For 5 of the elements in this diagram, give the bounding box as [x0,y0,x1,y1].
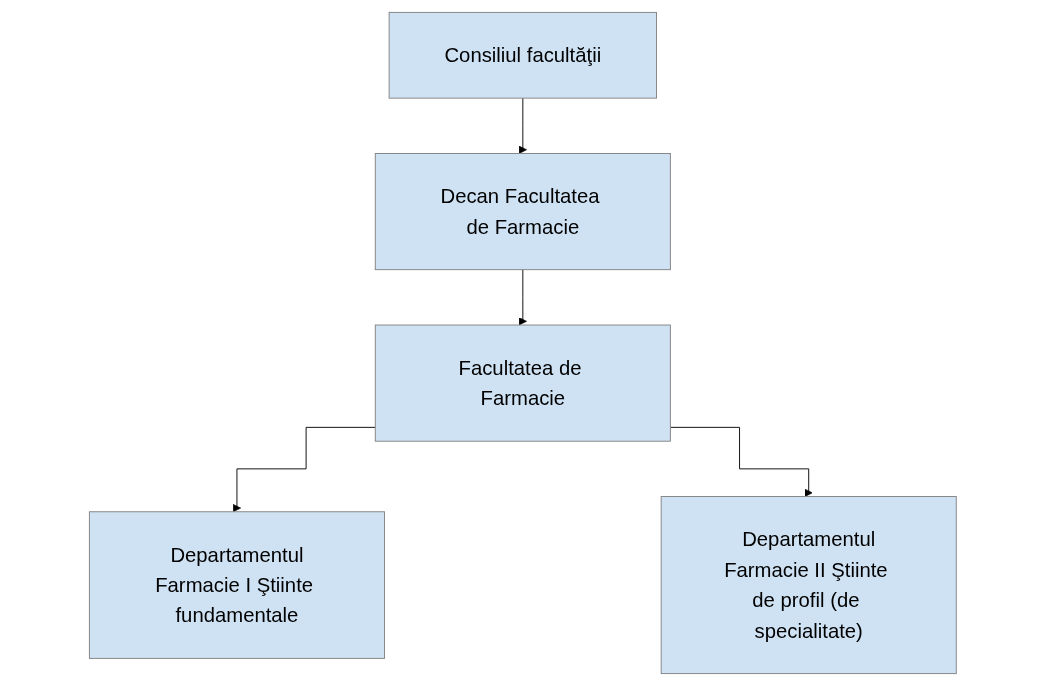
node-box: Consiliul facultăţii [388,11,658,99]
node-box: Facultatea de Farmacie [375,324,671,442]
node-box: Departamentul Farmacie II Ştiinte de profil (de specialitate) [660,496,957,675]
node-box: Decan Facultatea de Farmacie [375,153,671,271]
node-box: Departamentul Farmacie I Ştiinte fundamentale [89,511,386,659]
